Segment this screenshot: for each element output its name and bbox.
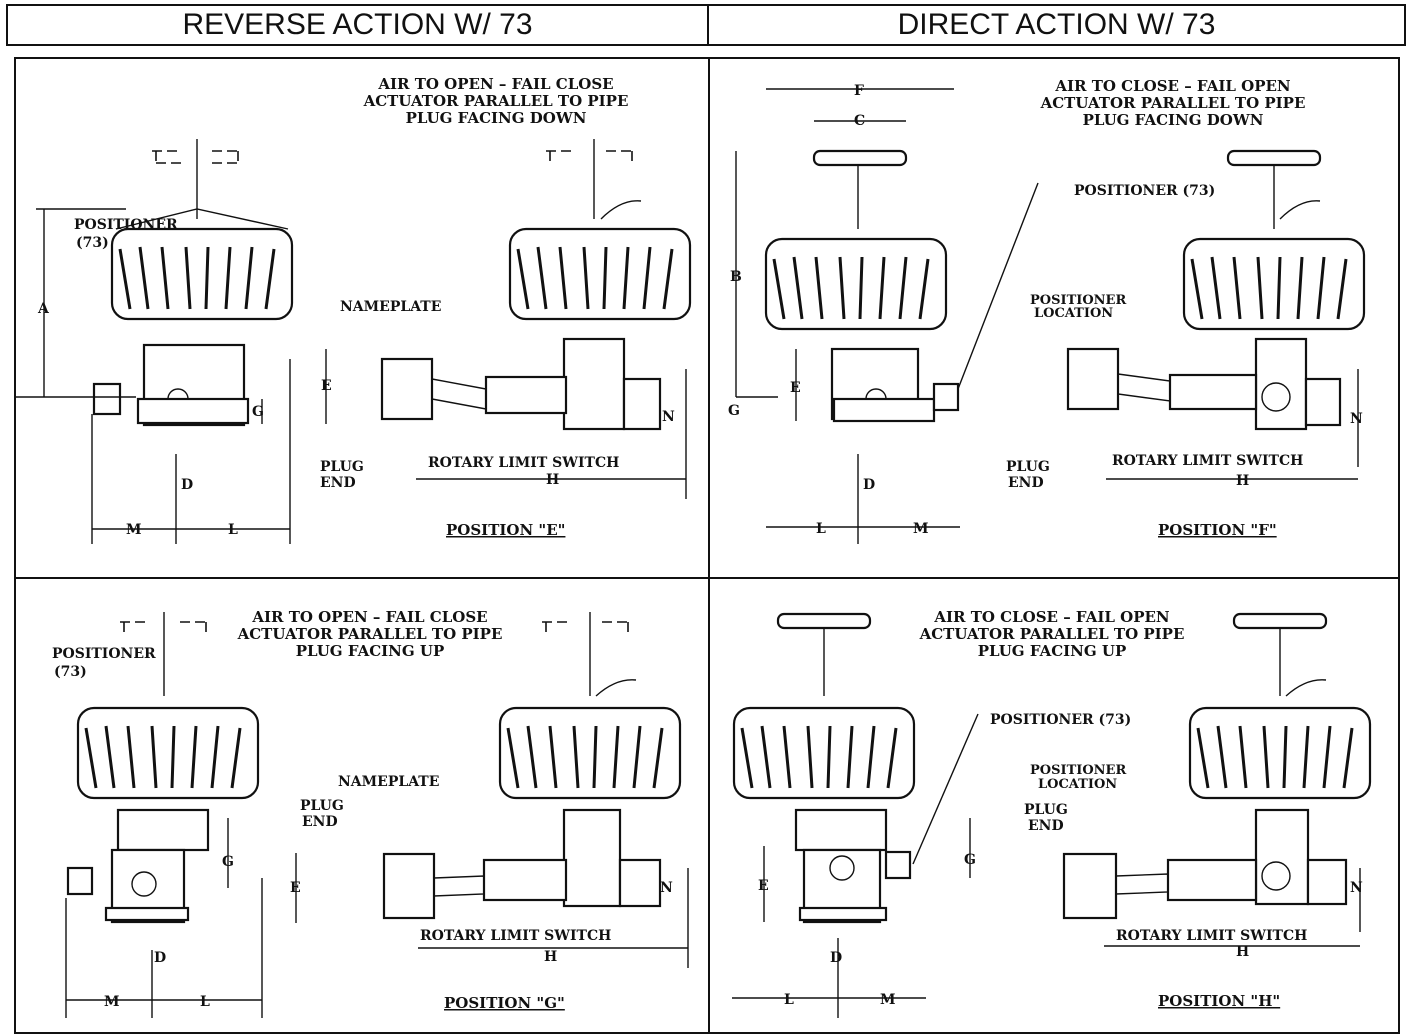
- dim-label-h: H: [1236, 944, 1249, 960]
- svg-text:AIR TO OPEN – FAIL CLOSE: AIR TO OPEN – FAIL CLOSE: [377, 75, 613, 93]
- dim-label-g: G: [222, 854, 234, 870]
- panel-position-g: AIR TO OPEN – FAIL CLOSE ACTUATOR PARALL…: [52, 608, 689, 1018]
- panel-g-title: AIR TO OPEN – FAIL CLOSE ACTUATOR PARALL…: [237, 608, 503, 660]
- dimension-lines: [16, 208, 687, 544]
- plug-label: PLUG: [300, 798, 344, 814]
- diagram-grid: [14, 57, 1400, 1034]
- svg-text:AIR TO CLOSE – FAIL OPEN: AIR TO CLOSE – FAIL OPEN: [1054, 77, 1291, 95]
- actuator-side-view: [66, 612, 260, 924]
- dim-label-e: E: [758, 878, 769, 894]
- rotary-limit-switch-label: ROTARY LIMIT SWITCH: [420, 928, 611, 944]
- dimension-lines: [732, 713, 1361, 1018]
- dim-label-d: D: [181, 477, 193, 493]
- dim-label-m: M: [913, 521, 929, 537]
- svg-text:AIR TO OPEN – FAIL CLOSE: AIR TO OPEN – FAIL CLOSE: [251, 608, 487, 626]
- dimension-lines: [735, 88, 1359, 544]
- positioner-number: (73): [76, 235, 109, 251]
- positioner-location-label: POSITIONER: [1030, 763, 1126, 778]
- plug-label: PLUG: [1024, 802, 1068, 818]
- dim-label-g: G: [964, 852, 976, 868]
- dim-label-g: G: [728, 403, 740, 419]
- dimension-lines: [65, 818, 689, 1018]
- positioner-label: POSITIONER (73): [990, 712, 1131, 728]
- positioner-location-label: POSITIONER: [1030, 293, 1126, 308]
- panel-f-title: AIR TO CLOSE – FAIL OPEN ACTUATOR PARALL…: [1040, 77, 1306, 129]
- header-reverse-action: REVERSE ACTION W/ 73: [6, 4, 709, 46]
- rotary-limit-switch-label: ROTARY LIMIT SWITCH: [428, 455, 619, 471]
- dim-label-l: L: [816, 521, 826, 537]
- dim-label-l: L: [228, 522, 238, 538]
- dim-label-a: A: [37, 301, 50, 317]
- actuator-side-view: [764, 149, 960, 423]
- rotary-limit-switch-label: ROTARY LIMIT SWITCH: [1116, 928, 1307, 944]
- actuator-front-view: [380, 139, 692, 431]
- dim-label-n: N: [1350, 411, 1363, 427]
- svg-text:ACTUATOR PARALLEL TO PIPE: ACTUATOR PARALLEL TO PIPE: [919, 625, 1185, 643]
- panel-position-e: AIR TO OPEN – FAIL CLOSE ACTUATOR PARALL…: [16, 75, 692, 544]
- location-label: LOCATION: [1038, 777, 1117, 792]
- dim-label-c: C: [854, 113, 865, 129]
- actuator-front-view: [1066, 149, 1366, 431]
- dim-label-h: H: [546, 472, 559, 488]
- svg-text:PLUG FACING UP: PLUG FACING UP: [296, 642, 445, 660]
- svg-text:ACTUATOR PARALLEL TO PIPE: ACTUATOR PARALLEL TO PIPE: [363, 92, 629, 110]
- nameplate-label: NAMEPLATE: [338, 774, 439, 790]
- panel-h-title: AIR TO CLOSE – FAIL OPEN ACTUATOR PARALL…: [919, 608, 1185, 660]
- dim-label-e: E: [321, 378, 332, 394]
- plug-label: PLUG: [1006, 459, 1050, 475]
- svg-text:PLUG FACING DOWN: PLUG FACING DOWN: [406, 109, 587, 127]
- location-label: LOCATION: [1034, 306, 1113, 321]
- dim-label-d: D: [863, 477, 875, 493]
- positioner-label: POSITIONER: [74, 217, 178, 233]
- svg-text:ACTUATOR PARALLEL TO PIPE: ACTUATOR PARALLEL TO PIPE: [237, 625, 503, 643]
- svg-text:AIR TO CLOSE – FAIL OPEN: AIR TO CLOSE – FAIL OPEN: [933, 608, 1170, 626]
- position-label: POSITION "F": [1158, 521, 1277, 539]
- dim-label-n: N: [1350, 880, 1363, 896]
- svg-text:ACTUATOR PARALLEL TO PIPE: ACTUATOR PARALLEL TO PIPE: [1040, 94, 1306, 112]
- actuator-front-view: [382, 612, 682, 920]
- dim-label-h: H: [1236, 473, 1249, 489]
- plug-label: PLUG: [320, 459, 364, 475]
- header-direct-action: DIRECT ACTION W/ 73: [707, 4, 1406, 46]
- position-label: POSITION "G": [444, 994, 565, 1012]
- positioner-label: POSITIONER: [52, 646, 156, 662]
- dim-label-e: E: [790, 380, 801, 396]
- dim-label-e: E: [290, 880, 301, 896]
- dim-label-m: M: [104, 994, 120, 1010]
- dim-label-g: G: [252, 404, 264, 420]
- panel-position-f: AIR TO CLOSE – FAIL OPEN ACTUATOR PARALL…: [728, 77, 1366, 544]
- rotary-limit-switch-label: ROTARY LIMIT SWITCH: [1112, 453, 1303, 469]
- positioner-label: POSITIONER (73): [1074, 183, 1215, 199]
- nameplate-label: NAMEPLATE: [340, 299, 441, 315]
- svg-text:PLUG FACING UP: PLUG FACING UP: [978, 642, 1127, 660]
- grid-divider-vertical: [708, 59, 710, 1032]
- dim-label-m: M: [126, 522, 142, 538]
- dim-label-h: H: [544, 949, 557, 965]
- panel-e-title: AIR TO OPEN – FAIL CLOSE ACTUATOR PARALL…: [363, 75, 629, 127]
- end-label: END: [302, 814, 338, 830]
- end-label: END: [320, 475, 356, 491]
- position-label: POSITION "E": [446, 521, 565, 539]
- dim-label-n: N: [660, 880, 673, 896]
- dim-label-d: D: [154, 950, 166, 966]
- actuator-side-view: [732, 612, 916, 924]
- svg-text:PLUG FACING DOWN: PLUG FACING DOWN: [1083, 111, 1264, 129]
- panel-position-h: AIR TO CLOSE – FAIL OPEN ACTUATOR PARALL…: [732, 608, 1372, 1018]
- actuator-side-view: [92, 139, 294, 427]
- end-label: END: [1008, 475, 1044, 491]
- actuator-front-view: [1062, 612, 1372, 920]
- dim-label-m: M: [880, 992, 896, 1008]
- grid-divider-horizontal: [16, 577, 1398, 579]
- dim-label-f: F: [854, 83, 864, 99]
- dim-label-d: D: [830, 950, 842, 966]
- positioner-number: (73): [54, 664, 87, 680]
- dim-label-n: N: [662, 409, 675, 425]
- position-label: POSITION "H": [1158, 992, 1280, 1010]
- end-label: END: [1028, 818, 1064, 834]
- dim-label-l: L: [784, 992, 794, 1008]
- dim-label-l: L: [200, 994, 210, 1010]
- dim-label-b: B: [730, 269, 742, 285]
